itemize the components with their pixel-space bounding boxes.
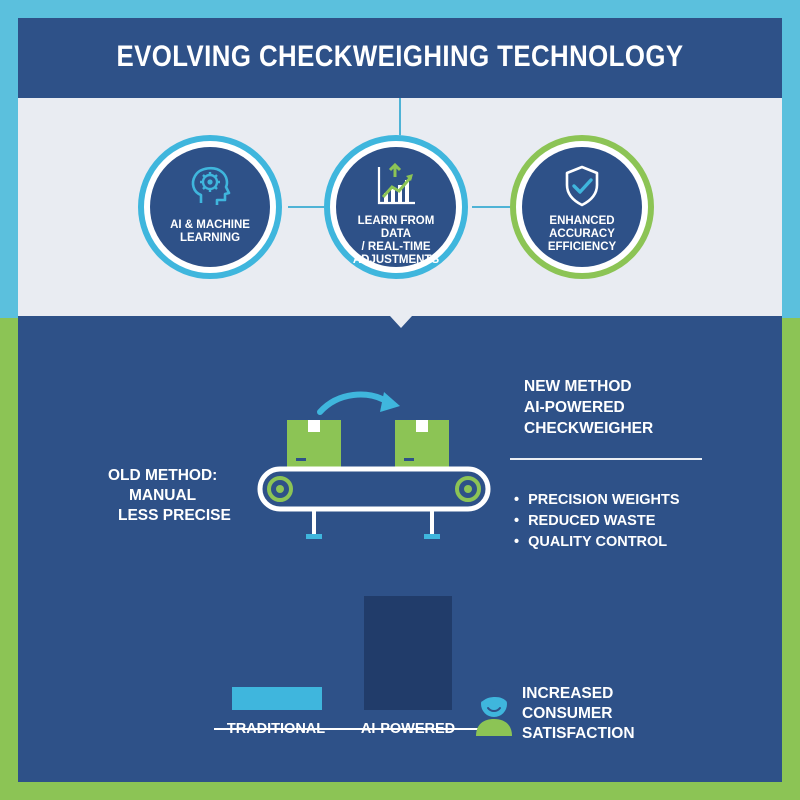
benefit-item: PRECISION WEIGHTS — [514, 490, 679, 511]
bar-label: TRADITIONAL — [226, 721, 326, 737]
label-line: LEARN FROM DATA — [357, 215, 435, 240]
connector-right — [472, 206, 512, 208]
old-method-line: MANUAL — [129, 487, 197, 504]
satisfaction-line: SATISFACTION — [522, 725, 635, 742]
conveyor-illustration — [257, 391, 491, 539]
feature-circle-ai: AI & MACHINE LEARNING — [138, 135, 282, 279]
circle-body: ENHANCED ACCURACY EFFICIENCY — [522, 147, 642, 267]
divider — [510, 458, 702, 460]
new-method-line: NEW METHOD — [524, 378, 632, 395]
label-line: LEARNING — [179, 232, 241, 244]
bar-traditional — [232, 687, 322, 710]
benefit-item: QUALITY CONTROL — [514, 532, 680, 553]
conveyor-belt — [257, 466, 491, 512]
old-method-line: LESS PRECISE — [118, 507, 231, 524]
page-title: EVOLVING CHECKWEIGHING TECHNOLOGY — [116, 40, 684, 73]
label-line: AI & MACHINE — [170, 219, 250, 231]
transfer-arrow-icon — [317, 391, 391, 415]
label-line: ACCURACY — [549, 228, 615, 240]
satisfaction-text: INCREASED CONSUMER SATISFACTION — [522, 684, 635, 744]
new-method-text: NEW METHOD AI-POWERED CHECKWEIGHER — [524, 376, 653, 439]
person-icon — [476, 689, 512, 736]
header: EVOLVING CHECKWEIGHING TECHNOLOGY — [18, 18, 782, 98]
bar-ai-powered — [364, 596, 452, 710]
connector-vertical — [399, 98, 401, 136]
circle-label: ENHANCED ACCURACY EFFICIENCY — [530, 215, 634, 254]
satisfaction-line: INCREASED — [522, 685, 614, 702]
benefits-list: PRECISION WEIGHTS REDUCED WASTE QUALITY … — [514, 490, 680, 553]
circle-body: AI & MACHINE LEARNING — [150, 147, 270, 267]
package-icon — [287, 420, 341, 468]
brain-gear-icon — [150, 163, 270, 214]
chart-baseline — [214, 728, 478, 730]
shield-check-icon — [522, 163, 642, 214]
feature-circle-accuracy: ENHANCED ACCURACY EFFICIENCY — [510, 135, 654, 279]
label-line: ADJUSTMENTS — [352, 254, 440, 266]
growth-chart-icon — [336, 162, 456, 214]
feature-circle-data: LEARN FROM DATA / REAL-TIME ADJUSTMENTS — [324, 135, 468, 279]
main-panel: EVOLVING CHECKWEIGHING TECHNOLOGY — [18, 18, 782, 782]
circle-label: AI & MACHINE LEARNING — [158, 219, 262, 245]
label-line: ENHANCED — [549, 215, 615, 227]
label-line: / REAL-TIME — [361, 241, 431, 253]
package-icon — [395, 420, 449, 468]
new-method-line: AI-POWERED — [524, 399, 625, 416]
old-method-text: OLD METHOD: MANUAL LESS PRECISE — [108, 466, 231, 526]
circle-body: LEARN FROM DATA / REAL-TIME ADJUSTMENTS — [336, 147, 456, 267]
band-notch — [390, 316, 412, 328]
bar-label: AI-POWERED — [360, 721, 456, 737]
benefit-item: REDUCED WASTE — [514, 511, 680, 532]
old-method-line: OLD METHOD: — [108, 467, 218, 484]
satisfaction-line: CONSUMER — [522, 705, 613, 722]
new-method-line: CHECKWEIGHER — [524, 420, 654, 437]
label-line: EFFICIENCY — [547, 241, 617, 253]
circle-label: LEARN FROM DATA / REAL-TIME ADJUSTMENTS — [344, 215, 448, 267]
connector-left — [288, 206, 328, 208]
